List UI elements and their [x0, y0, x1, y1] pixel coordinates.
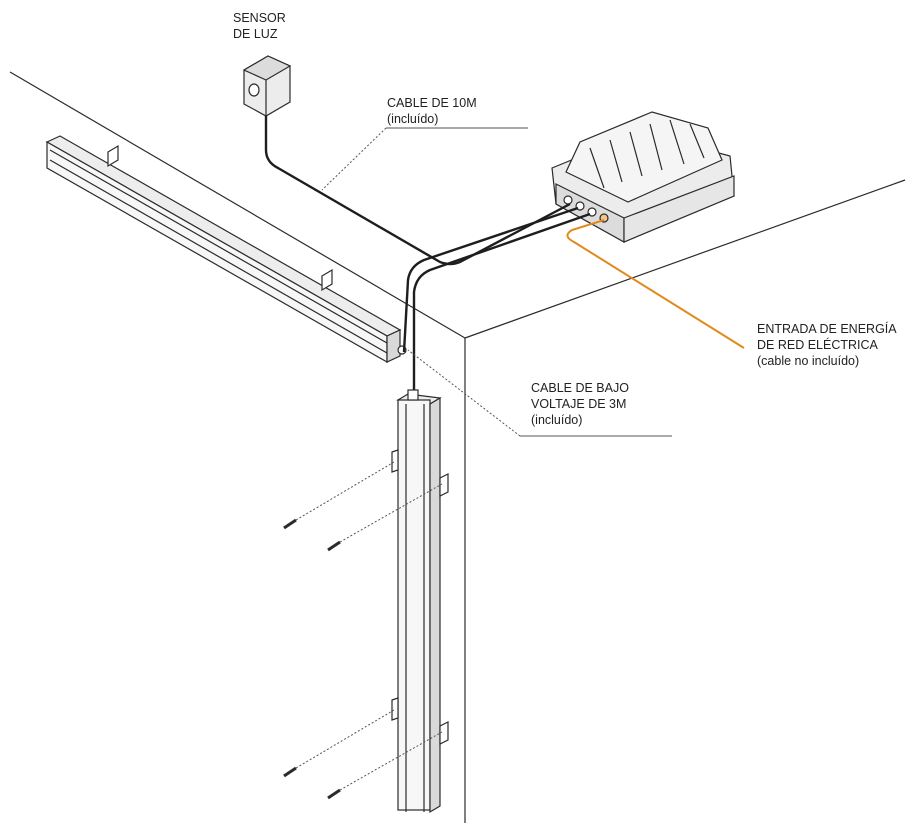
box-cover-rib-6 [689, 123, 705, 159]
cables [264, 116, 591, 396]
wall-outline [9, 71, 906, 823]
fixture-h-bracket-left [107, 144, 119, 168]
label-cable-3m: CABLE DE BAJO VOLTAJE DE 3M (incluído) [531, 380, 629, 428]
label-mains-input-line2: DE RED ELÉCTRICA [757, 338, 878, 352]
fixture-v-cable [412, 212, 591, 396]
fixture-h-bracket-right [321, 268, 333, 292]
fixture-h-cable [402, 206, 579, 353]
screw-icon [283, 518, 297, 530]
light-sensor [242, 55, 292, 117]
screws [283, 518, 341, 800]
sensor-cable [264, 116, 571, 266]
leader-cable-3m-dotted [407, 349, 521, 437]
label-sensor-line2: DE LUZ [233, 27, 278, 41]
label-mains-input-line3: (cable no incluído) [757, 354, 860, 368]
fixture-h-line-2 [49, 159, 388, 354]
fixture-v-bracket-bottom [439, 721, 449, 745]
callout-leaders [321, 127, 672, 437]
screw-guide [339, 483, 443, 543]
label-sensor-line1: SENSOR [233, 11, 286, 25]
label-cable-3m-line1: CABLE DE BAJO [531, 381, 629, 395]
fixture-h-side [386, 329, 401, 363]
fixture-v-bracket-top-left [391, 449, 399, 473]
wall-top-back-edge [9, 71, 466, 339]
roof-right-edge [464, 179, 906, 339]
box-gland-1 [563, 195, 573, 205]
box-cover-rib-4 [649, 123, 663, 171]
fixture-v-cap [407, 389, 419, 401]
box-cover-rib-3 [629, 131, 643, 177]
fixture-v-bracket-bottom-left [391, 697, 399, 721]
screw-icon [283, 766, 297, 778]
fixture-h-line [49, 149, 388, 344]
screw-guides [295, 461, 443, 791]
label-cable-10m-line1: CABLE DE 10M [387, 96, 477, 110]
control-box [551, 111, 735, 244]
label-cable-10m-line2: (incluído) [387, 112, 439, 126]
sensor-top-face [242, 55, 292, 81]
screw-icon [327, 540, 341, 552]
screw-guide [295, 461, 395, 521]
label-mains-input-line1: ENTRADA DE ENERGÍA [757, 322, 897, 336]
leader-cable-10m-dotted [321, 127, 387, 191]
fixture-h-top [45, 135, 402, 337]
box-cover-rib-1 [589, 147, 605, 189]
horizontal-light-fixture [45, 135, 407, 364]
screw-guide [295, 709, 395, 769]
box-cover-rib-5 [669, 119, 685, 165]
label-cable-3m-line3: (incluído) [531, 413, 583, 427]
fixture-h-front [46, 140, 388, 364]
box-cover-rib-2 [609, 139, 623, 183]
fixture-v-front [397, 399, 431, 811]
label-mains-input: ENTRADA DE ENERGÍA DE RED ELÉCTRICA (cab… [757, 321, 897, 369]
fixture-v-side [429, 396, 441, 814]
vertical-light-fixture [391, 389, 449, 814]
screw-icon [327, 788, 341, 800]
box-cover [565, 111, 723, 203]
screw-guide [339, 731, 443, 791]
mains-cable [566, 219, 745, 349]
label-cable-10m: CABLE DE 10M (incluído) [387, 95, 477, 127]
label-sensor: SENSOR DE LUZ [233, 10, 286, 42]
box-right [623, 175, 735, 243]
sensor-lens [248, 83, 260, 97]
fixture-v-bracket-top [439, 473, 449, 497]
label-cable-3m-line2: VOLTAJE DE 3M [531, 397, 627, 411]
